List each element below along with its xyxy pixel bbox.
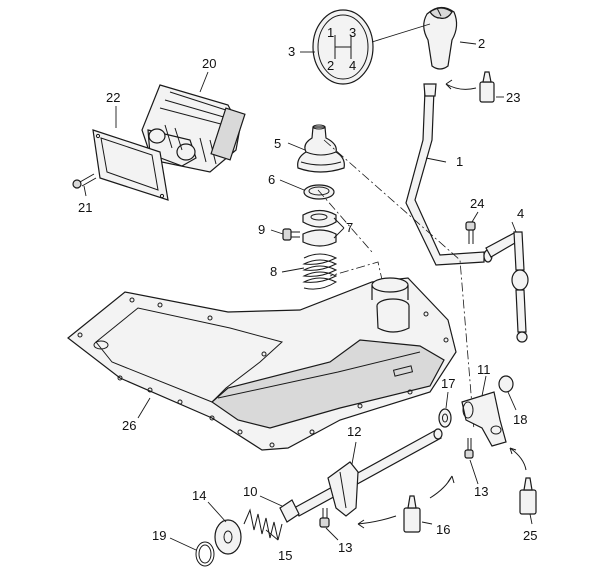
callout-13-lower: 13 [338, 540, 352, 555]
callout-18: 18 [513, 412, 527, 427]
callout-24: 24 [470, 196, 484, 211]
callout-10: 10 [243, 484, 257, 499]
seal-17 [438, 408, 452, 428]
callout-3: 3 [288, 44, 295, 59]
callout-13-upper: 13 [474, 484, 488, 499]
gear-1-label: 1 [327, 25, 334, 40]
gear-2-label: 2 [327, 58, 334, 73]
gasket-plate [92, 129, 169, 201]
grease-bottle-small [445, 71, 495, 103]
callout-17: 17 [441, 376, 455, 391]
lever-boot [297, 124, 345, 173]
adhesive-bottle [357, 475, 455, 533]
gear-knob [423, 6, 458, 70]
callout-7: 7 [346, 220, 353, 235]
leader-lines [83, 23, 533, 551]
callout-23: 23 [506, 90, 520, 105]
washer-14 [214, 519, 242, 555]
selector-lever [485, 231, 529, 343]
bush-10 [279, 499, 300, 523]
callout-6: 6 [268, 172, 275, 187]
callout-22: 22 [106, 90, 120, 105]
callout-8: 8 [270, 264, 277, 279]
spring-8 [302, 253, 338, 290]
bolt-13-lower [319, 508, 330, 528]
gear-lever [405, 83, 493, 266]
screw-21 [72, 173, 97, 189]
spring-15 [243, 508, 283, 541]
callout-11: 11 [477, 362, 491, 377]
plug-18 [498, 375, 514, 393]
retaining-ring [303, 184, 335, 200]
gear-4-label: 4 [349, 58, 356, 73]
sealant-bottle [509, 447, 537, 515]
bolt-9 [282, 228, 300, 241]
gear-3-label: 3 [349, 25, 356, 40]
callout-1: 1 [456, 154, 463, 169]
callout-5: 5 [274, 136, 281, 151]
callout-21: 21 [78, 200, 92, 215]
rubber-gaiter [141, 84, 246, 173]
callout-2: 2 [478, 36, 485, 51]
callout-14: 14 [192, 488, 206, 503]
callout-15: 15 [278, 548, 292, 563]
callout-16: 16 [436, 522, 450, 537]
circlip-19 [195, 541, 215, 567]
bolt-24 [465, 221, 476, 244]
callout-12: 12 [347, 424, 361, 439]
shift-pattern-plate: 1 3 2 4 [312, 9, 374, 85]
callout-19: 19 [152, 528, 166, 543]
callout-9: 9 [258, 222, 265, 237]
selector-shaft [293, 428, 443, 517]
callout-26: 26 [122, 418, 136, 433]
bolt-13-upper [464, 438, 474, 459]
selector-finger [461, 391, 507, 447]
callout-25: 25 [523, 528, 537, 543]
callout-20: 20 [202, 56, 216, 71]
callout-4: 4 [517, 206, 524, 221]
gearbox-cover [67, 277, 457, 451]
ball-socket [302, 209, 337, 247]
